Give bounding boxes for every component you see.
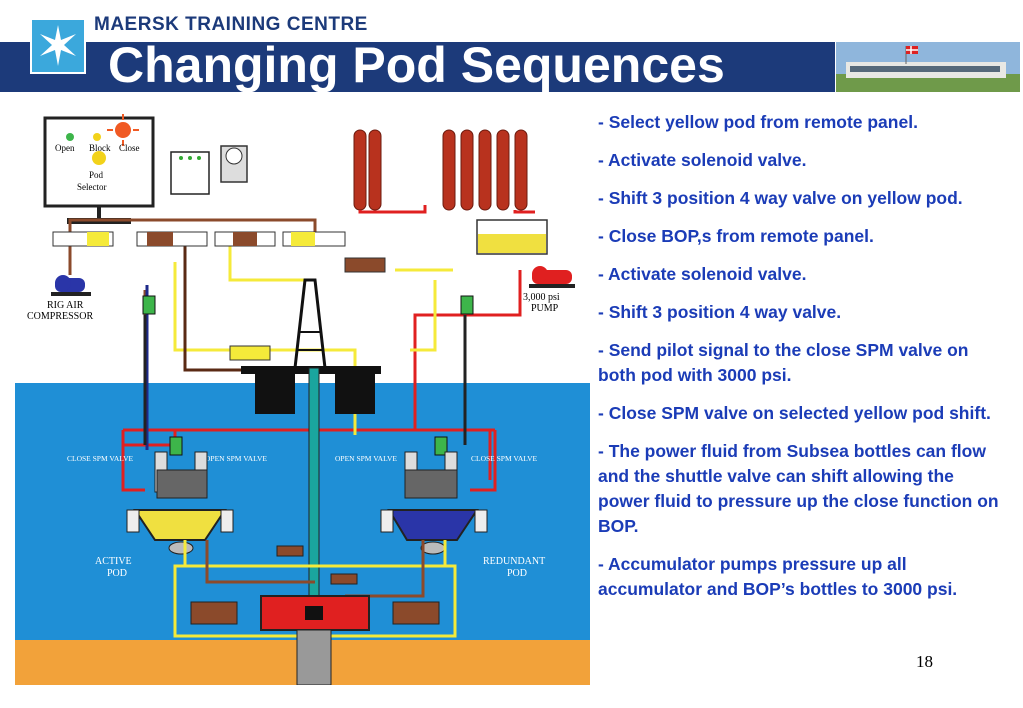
pump-label: PUMP (531, 303, 559, 314)
bop-stack (190, 595, 440, 685)
open-spm-right-label: OPEN SPM VALVE (335, 454, 397, 463)
panel-light-block (93, 133, 101, 141)
step-1: - Select yellow pod from remote panel. (598, 112, 918, 132)
sequence-steps: - Select yellow pod from remote panel. -… (598, 110, 1008, 615)
building-photo (836, 42, 1020, 92)
panel-label-pod: Pod (89, 170, 104, 180)
step-6: - Shift 3 position 4 way valve. (598, 302, 842, 322)
step-9: - The power fluid from Subsea bottles ca… (598, 441, 999, 536)
step-2: - Activate solenoid valve. (598, 150, 807, 170)
active-pod (126, 451, 234, 555)
redundant-pod-label-1: REDUNDANT (483, 556, 545, 567)
panel-light-open (66, 133, 74, 141)
rig-air-compressor-icon (51, 275, 91, 296)
close-spm-left-label: CLOSE SPM VALVE (67, 454, 134, 463)
active-pod-label-1: ACTIVE (95, 556, 132, 567)
step-10: - Accumulator pumps pressure up all accu… (598, 554, 958, 599)
panel-label-block: Block (89, 143, 111, 153)
maersk-star-logo (30, 18, 86, 74)
bop-control-diagram: Open Block Close Pod Selector (15, 114, 590, 685)
rig-air-label: RIG AIR (47, 300, 84, 311)
close-spm-right-label: CLOSE SPM VALVE (471, 454, 538, 463)
step-5: - Activate solenoid valve. (598, 264, 807, 284)
surface-accumulators (353, 129, 528, 211)
panel-label-selector: Selector (77, 182, 107, 192)
riser (308, 367, 320, 685)
pump-pressure-label: 3,000 psi (523, 292, 560, 303)
step-4: - Close BOP,s from remote panel. (598, 226, 874, 246)
redundant-pod-label-2: POD (507, 568, 527, 579)
active-pod-label-2: POD (107, 568, 127, 579)
page-title: Changing Pod Sequences (108, 37, 725, 93)
panel-light-close (115, 122, 131, 138)
step-8: - Close SPM valve on selected yellow pod… (598, 403, 991, 423)
pump-icon (529, 266, 575, 288)
panel-label-close: Close (119, 143, 140, 153)
redundant-pod (380, 451, 488, 555)
open-spm-left-label: OPEN SPM VALVE (205, 454, 267, 463)
compressor-label: COMPRESSOR (27, 311, 93, 322)
header-bar (0, 42, 835, 92)
page-number: 18 (916, 652, 933, 671)
brand-name: MAERSK TRAINING CENTRE (94, 14, 368, 35)
valve-row (52, 231, 346, 247)
step-3: - Shift 3 position 4 way valve on yellow… (598, 188, 963, 208)
panel-label-open: Open (55, 143, 75, 153)
step-7: - Send pilot signal to the close SPM val… (598, 340, 969, 385)
